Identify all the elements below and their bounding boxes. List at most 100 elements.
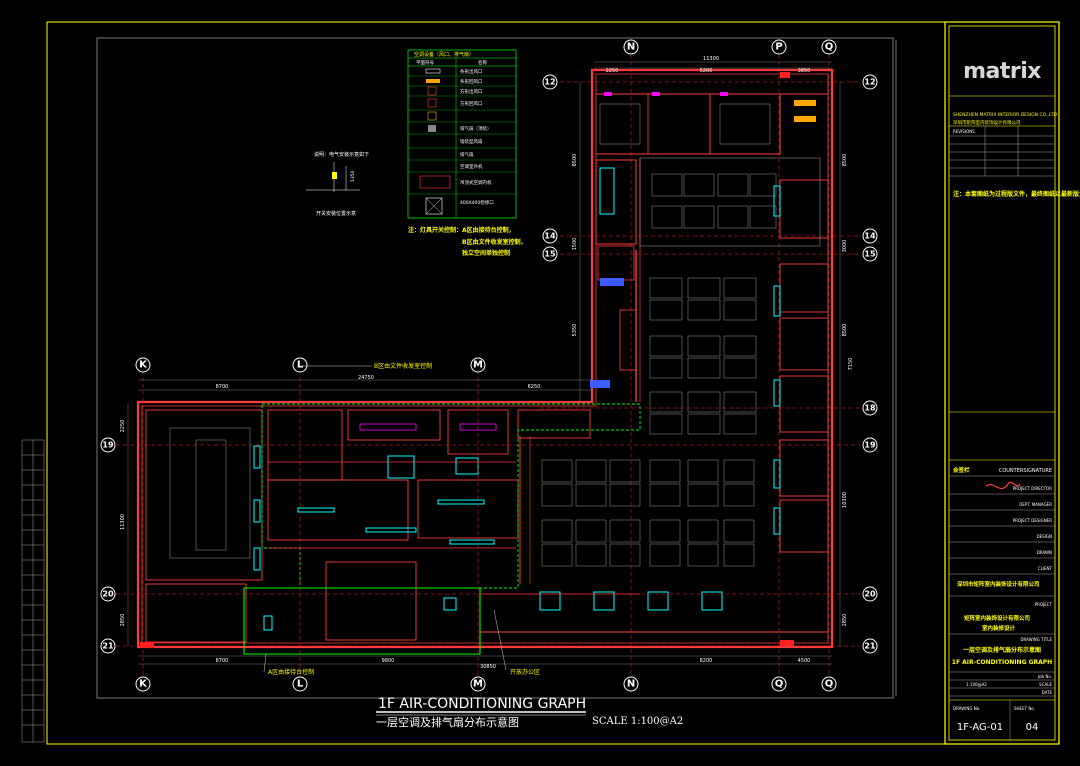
legend-item: 400X400检修口 (460, 199, 494, 206)
role-label: DESIGN (1037, 534, 1052, 539)
title-block (948, 25, 1056, 741)
grid-bubble-row: 14 (864, 232, 876, 241)
grid-bubble-top: N (627, 42, 635, 53)
dim-left-side: 2850 (120, 614, 126, 627)
dim-bottom-part: 8200 (700, 658, 713, 664)
legend-item: 墙装型风扇 (460, 138, 483, 145)
a-zone-label: A区由接待台控制 (268, 668, 314, 676)
grid-bubble-bottom: N (627, 679, 635, 690)
grid-bubble-bottom: K (139, 679, 148, 690)
drawing-frame (96, 37, 894, 699)
legend-header: 空调设备（风口、排气扇） (414, 51, 474, 58)
dim-top-part: 2250 (606, 68, 619, 74)
logo: matrix (963, 59, 1041, 84)
role-label: DRAWN (1037, 550, 1052, 555)
date-label: DATE (1042, 690, 1053, 695)
legend-item: 条形出风口 (460, 68, 483, 75)
legend-item: 排气扇（顶装） (460, 125, 492, 132)
grid-bubble-row: 20 (864, 590, 876, 599)
signature (985, 481, 1021, 490)
countersignature-en: COUNTERSIGNATURE (999, 468, 1052, 474)
company-en: SHENZHEN MATRIX INTERIOR DESIGN CO.,LTD (953, 112, 1057, 118)
grid-bubble-row: 15 (544, 250, 556, 259)
role-label: DEPT. MANAGER (1019, 502, 1052, 507)
drawing-scale: SCALE 1:100@A2 (592, 716, 683, 727)
legend-col-symbol: 平面符号 (416, 59, 434, 66)
title-note-text: 注：本套图纸为过程版文件，最终图纸以最新版为准 (953, 190, 1080, 198)
legend-item: 空调室外机 (460, 163, 483, 170)
open-office-label: 开放办公区 (510, 668, 540, 676)
grid-bubble-left-top: K (139, 360, 148, 371)
grid-bubble-bottom: L (297, 679, 304, 690)
legend-note: B区由文件收发室控制， (462, 238, 527, 246)
dim-left-part: 6250 (528, 384, 541, 390)
grid-bubble-row: 12 (864, 78, 875, 87)
dim-bottom-total: 30850 (480, 664, 496, 670)
switch-height: 1350 (350, 170, 356, 182)
grid-bubble-left-top: L (297, 360, 304, 371)
dim-bottom-part: 4500 (798, 658, 811, 664)
b-zone-label: B区由文件收发室控制 (374, 362, 432, 370)
grid-bubble-bottom: M (473, 679, 483, 690)
role-label: PROJECT DIRECTOR (1013, 486, 1053, 491)
dim-top-part: 5200 (700, 68, 713, 74)
drawing-title-cn: 一层空调及排气扇分布示意图 (376, 715, 519, 729)
dim-top-part: 3850 (798, 68, 811, 74)
title-block-frame (944, 21, 1060, 745)
dim-right-side: 8500 (842, 324, 848, 337)
grid-bubble-row: 14 (544, 232, 556, 241)
drawing-no-label: DRAWING No. (953, 706, 980, 711)
legend-item: 吊顶式空调内机 (460, 179, 492, 186)
grid-lines (116, 54, 860, 676)
floor-plan (136, 68, 834, 655)
grid-bubble-row: 18 (864, 404, 876, 413)
dim-right-side: 2850 (842, 614, 848, 627)
dim-left-side: 11300 (120, 514, 126, 530)
switch-detail (306, 162, 360, 192)
legend-item: 方形出风口 (460, 88, 483, 95)
dim-top-total: 11300 (703, 56, 719, 62)
tb-drawing-title-cn: 一层空调及排气扇分布示意图 (963, 646, 1041, 654)
building-outline (136, 68, 834, 649)
dim-mid-side: 8500 (572, 154, 578, 167)
dim-left-side: 2250 (120, 420, 126, 433)
role-label: PROJECT DESIGNER (1013, 518, 1053, 523)
grid-bubble-top: P (775, 42, 782, 53)
left-ruler (21, 439, 45, 743)
grid-bubble-row: 20 (102, 590, 114, 599)
dimension-lines (127, 61, 841, 665)
ac-units (253, 167, 781, 631)
countersignature-cn: 会签栏 (953, 466, 970, 474)
scale-value: 1:100@A2 (966, 682, 987, 687)
legend-table (407, 49, 517, 219)
dim-right-side: 7150 (848, 358, 854, 371)
dim-mid-side: 1500 (572, 238, 578, 251)
grid-bubble-bottom: Q (775, 679, 784, 690)
grid-bubble-row: 21 (864, 642, 876, 651)
drawing-title-label: DRAWING TITLE (1020, 637, 1052, 642)
dim-left-total: 24750 (358, 375, 374, 381)
grid-bubble-row: 21 (102, 642, 114, 651)
grid-bubble-top: Q (825, 42, 834, 53)
client-name: 深圳市矩阵室内装饰设计有限公司 (957, 580, 1040, 588)
dim-bottom-part: 8700 (216, 658, 229, 664)
project-name-2: 室内装修设计 (982, 624, 1016, 632)
tb-drawing-title-en: 1F AIR-CONDITIONING GRAPH (952, 659, 1052, 666)
role-label: PROJECT (1035, 602, 1053, 607)
exhaust-fans (140, 72, 816, 648)
company-cn: 深圳市矩阵室内装饰设计有限公司 (953, 119, 1021, 126)
legend-item: 排气扇 (460, 151, 474, 158)
drawing-title-en: 1F AIR-CONDITIONING GRAPH (378, 696, 586, 712)
legend-col-desc: 名称 (478, 59, 487, 66)
outer-frame (46, 21, 1060, 745)
drawing-number: 1F-AG-01 (957, 722, 1003, 733)
grid-bubble-row: 19 (102, 441, 114, 450)
dim-left-part: 8700 (216, 384, 229, 390)
sheet-no-label: SHEET No. (1014, 706, 1035, 711)
grid-bubble-bottom: Q (825, 679, 834, 690)
dim-mid-side: 5350 (572, 324, 578, 337)
project-name-1: 矩阵室内装饰设计有限公司 (964, 614, 1030, 622)
switch-note: 说明：电气安装示意如下 (314, 151, 369, 158)
title-note: 注：本套图纸为过程版文件，最终图纸以最新版为准 (953, 190, 1080, 198)
